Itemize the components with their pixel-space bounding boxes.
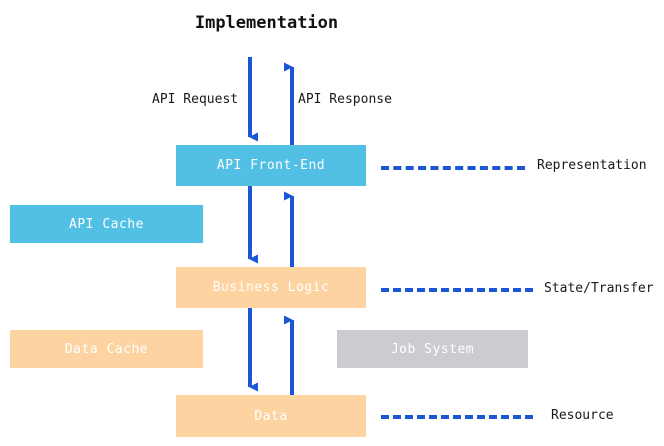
node-job-system[interactable]: Job System bbox=[337, 330, 528, 368]
node-api-front-end[interactable]: API Front-End bbox=[176, 145, 366, 186]
edge-label-api-response: API Response bbox=[298, 92, 392, 107]
tier-label-representation: Representation bbox=[537, 158, 647, 173]
edge-label-api-request: API Request bbox=[152, 92, 239, 107]
tier-label-resource: Resource bbox=[551, 408, 614, 423]
dashed-connector-state-transfer bbox=[381, 288, 533, 292]
dashed-connector-resource bbox=[381, 415, 533, 419]
dashed-connector-representation bbox=[381, 166, 525, 170]
node-data-cache[interactable]: Data Cache bbox=[10, 330, 203, 368]
node-data[interactable]: Data bbox=[176, 395, 366, 437]
page-title: Implementation bbox=[194, 13, 339, 33]
node-business-logic[interactable]: Business Logic bbox=[176, 267, 366, 308]
tier-label-state-transfer: State/Transfer bbox=[544, 281, 654, 296]
node-api-cache[interactable]: API Cache bbox=[10, 205, 203, 243]
